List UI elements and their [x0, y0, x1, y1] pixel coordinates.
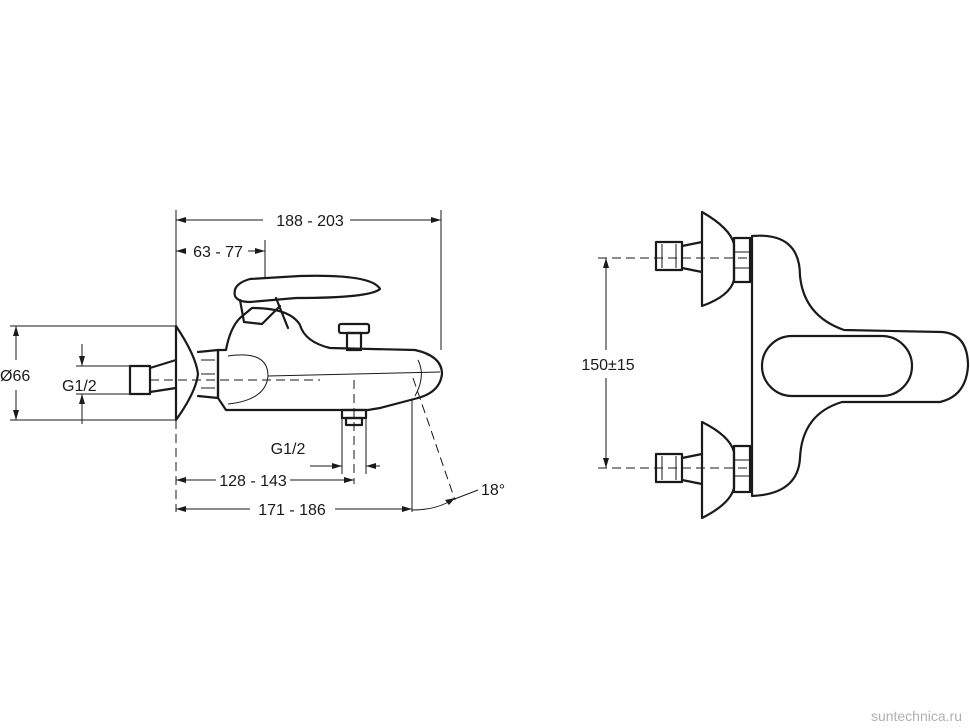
- dim-line-inlet-thread: [79, 344, 85, 424]
- label-spout-length: 171 - 186: [258, 502, 326, 519]
- front-centerlines: [598, 257, 748, 469]
- front-view: 150±15: [581, 210, 970, 520]
- label-diameter: Ø66: [0, 368, 30, 385]
- label-spout-angle: 18°: [481, 482, 505, 499]
- dim-line-outlet-thread: [310, 463, 380, 469]
- dim-line-center-distance: [603, 258, 609, 468]
- watermark: suntechnica.ru: [870, 708, 962, 724]
- front-body: [750, 234, 970, 498]
- lever-handle: [233, 274, 382, 330]
- label-total-length: 188 - 203: [276, 213, 344, 230]
- front-lower-rosette: [654, 420, 752, 520]
- connector-nut: [196, 348, 220, 400]
- wall-rosette: [174, 324, 200, 422]
- label-handle-offset: 63 - 77: [193, 244, 243, 261]
- side-view: 188 - 203 63 - 77 Ø66 G1/2: [0, 210, 505, 519]
- dim-line-outlet-position: [176, 477, 354, 483]
- mixer-body: [216, 306, 444, 412]
- dim-line-spout-length: [176, 506, 412, 512]
- extension-lines: [10, 210, 456, 512]
- dim-line-total-length: [176, 217, 441, 223]
- dim-line-diameter: [13, 326, 19, 420]
- label-outlet-position: 128 - 143: [219, 473, 287, 490]
- label-center-distance: 150±15: [581, 357, 634, 374]
- dim-line-handle-offset: [176, 248, 265, 254]
- diverter-knob: [337, 322, 371, 352]
- label-inlet-thread: G1/2: [62, 378, 97, 395]
- front-handle-oval: [760, 334, 914, 398]
- front-upper-rosette: [654, 210, 752, 308]
- label-outlet-thread: G1/2: [271, 441, 306, 458]
- dim-arc-spout-angle: [411, 489, 479, 511]
- inlet-pipe: [128, 358, 178, 396]
